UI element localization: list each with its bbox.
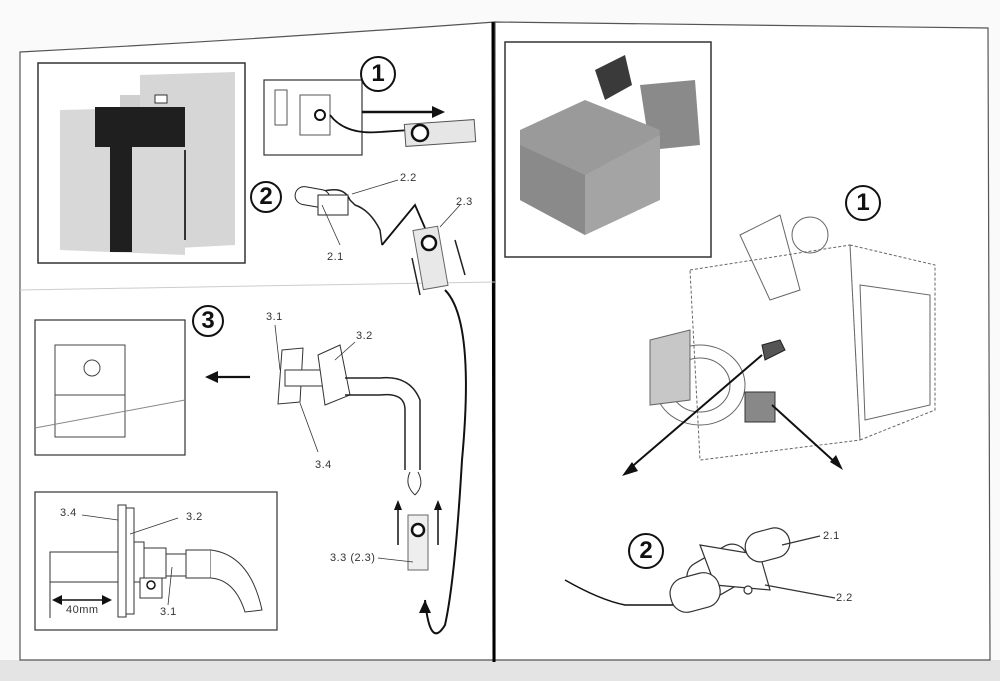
dimension-label: 40mm [66,604,99,616]
step-3-badge: 3 [192,305,224,337]
right-label-2-1: 2.1 [823,530,840,542]
label-3-1: 3.1 [266,311,283,323]
burner-photo [504,41,712,258]
boiler-photo [37,62,246,264]
label-2-1: 2.1 [327,251,344,263]
step-2-badge: 2 [250,181,282,213]
right-step-1-badge: 1 [845,185,881,221]
page-divider [491,21,496,663]
step-1-badge: 1 [360,56,396,92]
right-label-2-2: 2.2 [836,592,853,604]
detail-label-3-4: 3.4 [60,507,77,519]
label-3-4: 3.4 [315,459,332,471]
right-step-2-badge: 2 [628,533,664,569]
label-2-2: 2.2 [400,172,417,184]
burner-exploded-diagram [649,214,936,461]
step2-diagram [294,179,467,635]
label-3-3: 3.3 (2.3) [330,552,376,564]
detail-label-3-1: 3.1 [160,606,177,618]
label-3-2: 3.2 [356,330,373,342]
step1-diagram [263,79,477,156]
mounting-detail [34,491,278,631]
step3-diagram [34,319,442,571]
detail-label-3-2: 3.2 [186,511,203,523]
right-step2-diagram [564,527,836,613]
label-2-3: 2.3 [456,196,473,208]
